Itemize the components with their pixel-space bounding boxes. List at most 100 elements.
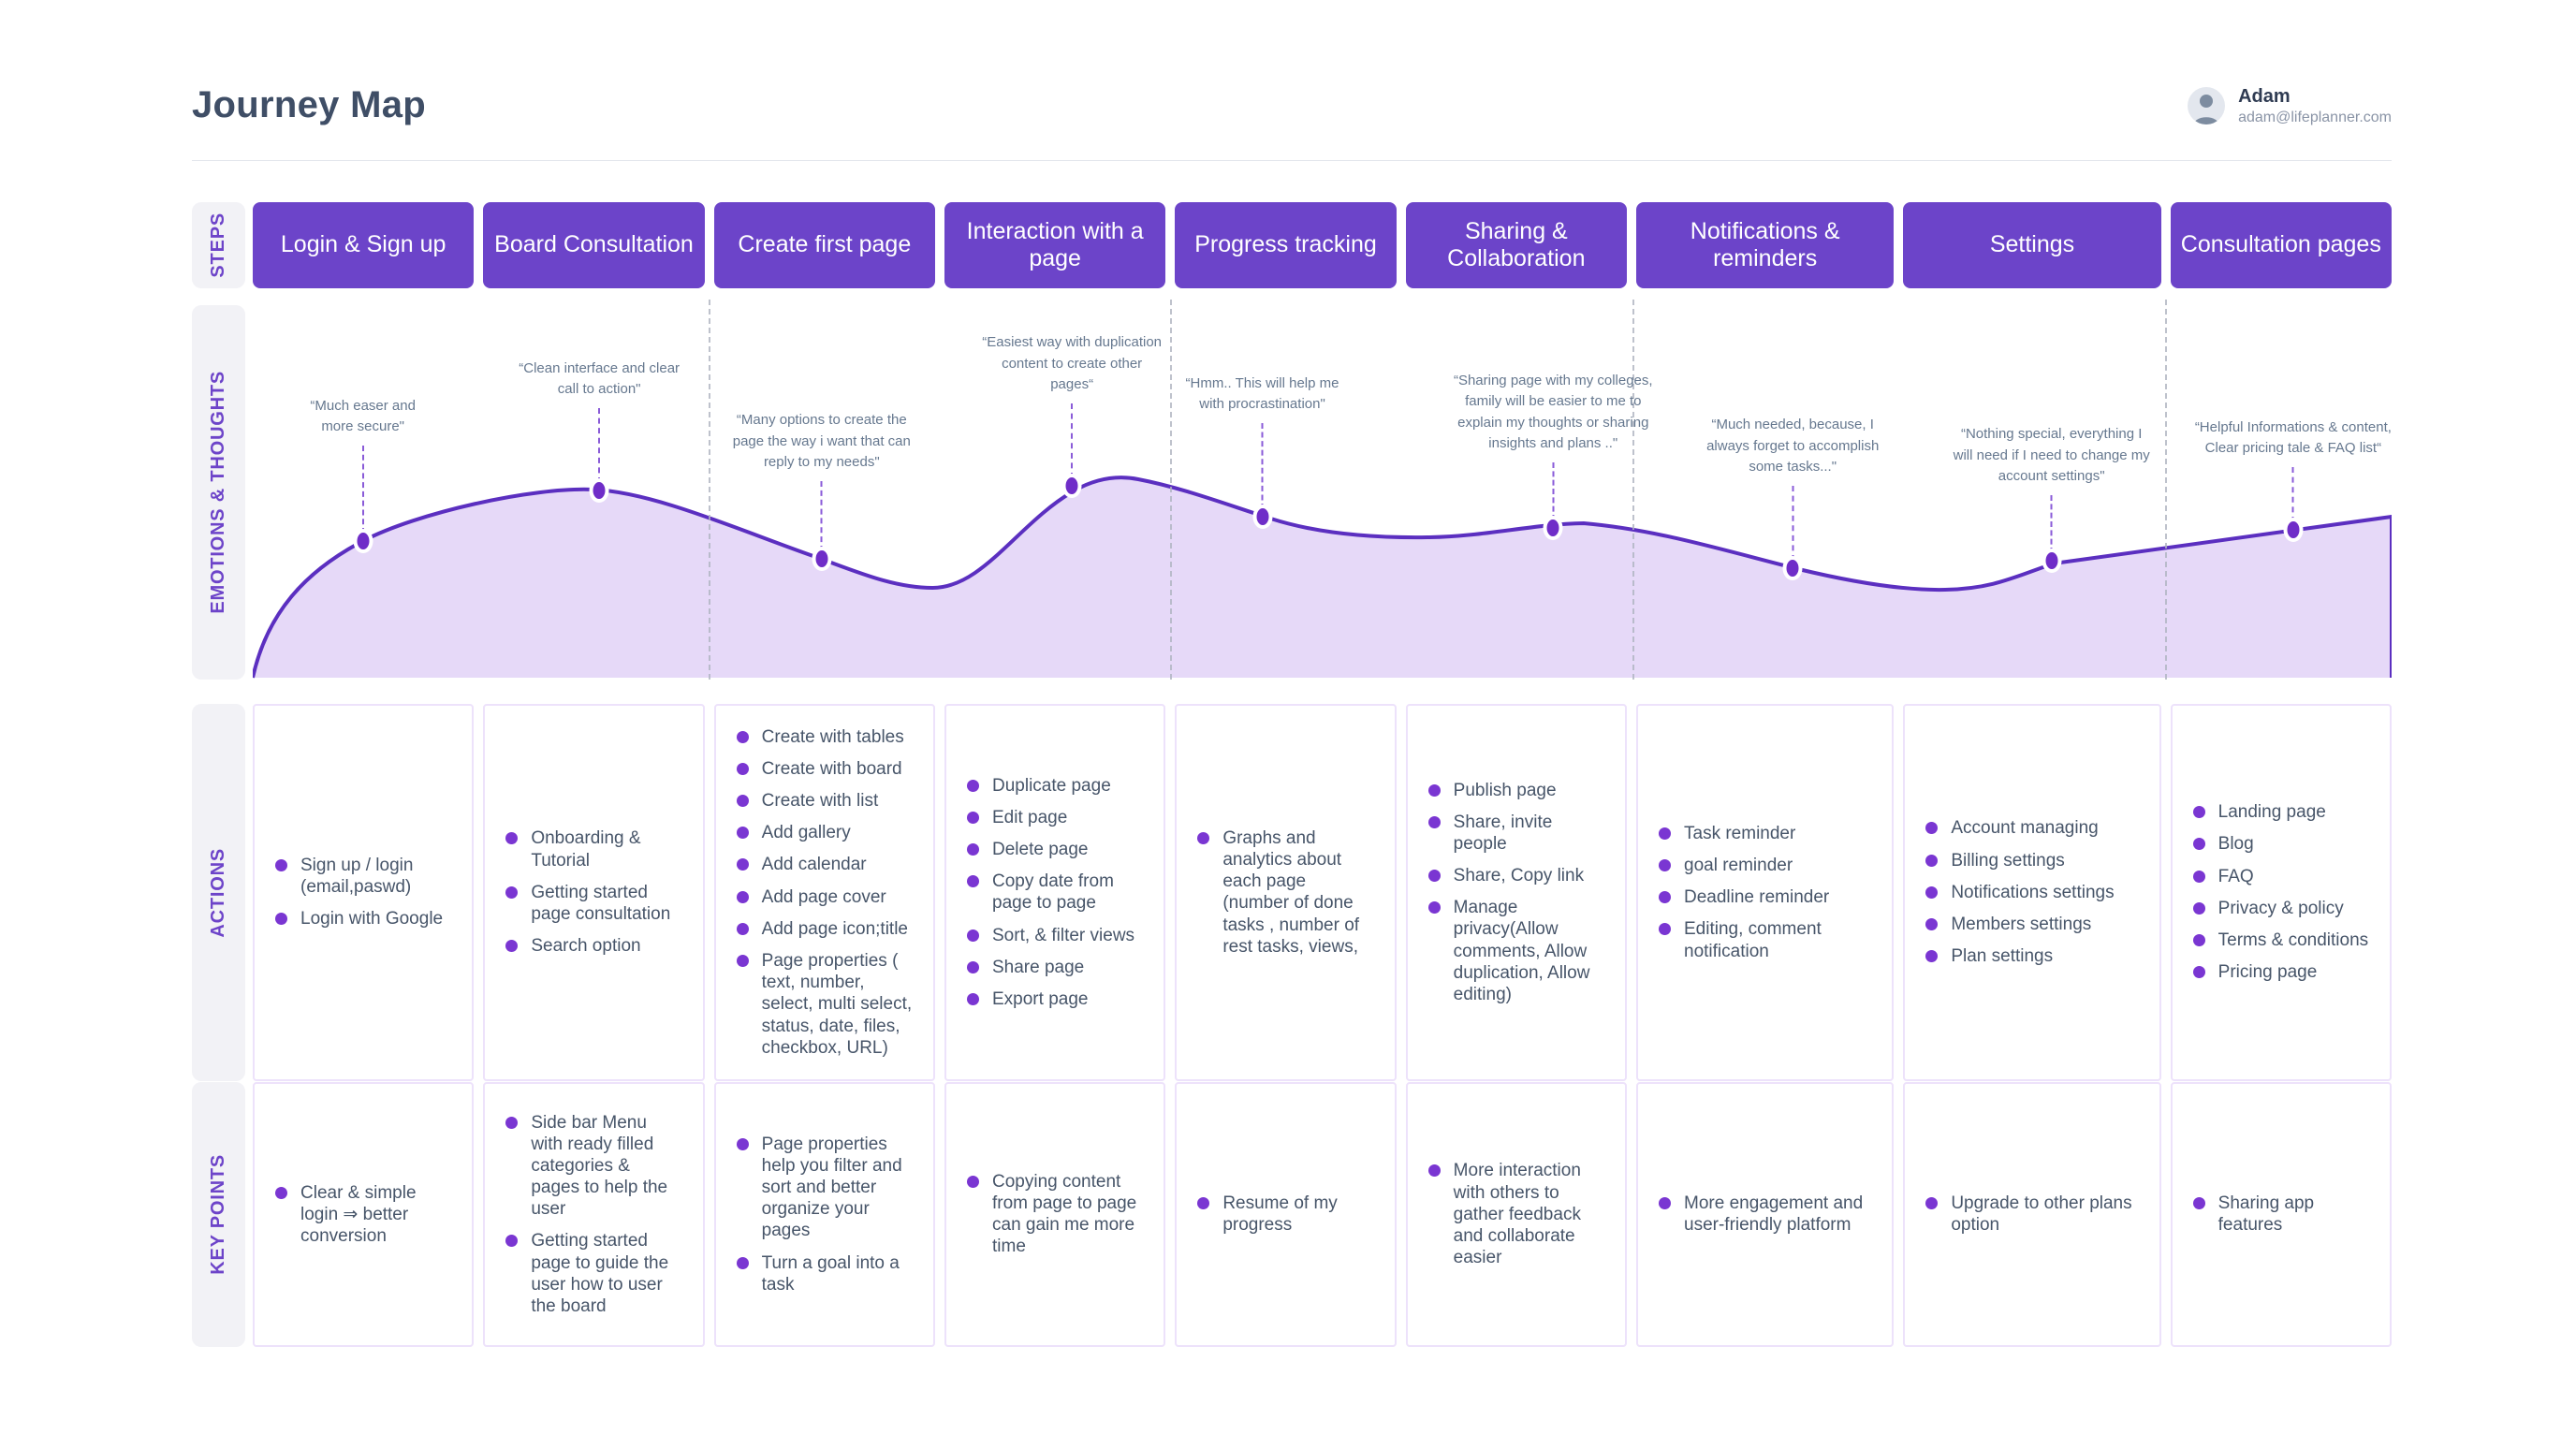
emotion-annotation: “Much easer and more secure"	[293, 305, 433, 541]
bullet-text: Add gallery	[761, 823, 851, 843]
bullet-dot-icon	[1659, 827, 1671, 840]
bullet-item: Blog	[2192, 833, 2369, 855]
bullet-item: Account managing	[1925, 817, 2138, 839]
step-board-consultation[interactable]: Board Consultation	[483, 201, 705, 288]
emotion-annotation: “Much needed, because, I always forget t…	[1697, 305, 1889, 568]
emotion-curve-dot	[589, 477, 609, 503]
bullet-text: Sharing app features	[2217, 1193, 2315, 1236]
bullet-text: Manage privacy(Allow comments, Allow dup…	[1453, 898, 1590, 1004]
bullet-text: Create with board	[761, 758, 902, 779]
bullet-item: goal reminder	[1659, 855, 1871, 876]
emotion-curve-dot	[353, 528, 373, 553]
bullet-text: Copying content from page to page can ga…	[992, 1171, 1137, 1257]
key-points-card-progress-tracking: Resume of my progress	[1175, 1081, 1397, 1347]
bullet-dot-icon	[505, 832, 519, 845]
bullet-item: Turn a goal into a task	[736, 1252, 913, 1295]
actions-row-label: ACTIONS	[192, 703, 245, 1081]
bullet-dot-icon	[2192, 966, 2205, 979]
bullet-item: Editing, comment notification	[1659, 918, 1871, 961]
bullet-dot-icon	[736, 858, 749, 871]
actions-cards: Sign up / login (email,paswd)Login with …	[253, 703, 2392, 1081]
bullet-dot-icon	[967, 842, 979, 856]
actions-row: ACTIONS Sign up / login (email,paswd)Log…	[192, 703, 2392, 1081]
step-create-first-page[interactable]: Create first page	[713, 201, 935, 288]
bullet-item: Add page icon;title	[736, 918, 913, 940]
emotion-curve-dot	[1252, 504, 1273, 529]
user-name: Adam	[2238, 86, 2291, 107]
bullet-text: Side bar Menu with ready filled categori…	[531, 1112, 668, 1220]
bullet-text: Add page cover	[761, 886, 886, 907]
bullet-item: Page properties help you filter and sort…	[736, 1134, 913, 1242]
bullet-text: Account managing	[1951, 818, 2099, 839]
step-interaction-with-a-page[interactable]: Interaction with a page	[944, 201, 1166, 288]
bullet-item: Side bar Menu with ready filled categori…	[505, 1112, 681, 1221]
bullet-dot-icon	[967, 811, 979, 824]
bullet-dot-icon	[2192, 901, 2205, 915]
bullet-dot-icon	[1197, 1197, 1210, 1210]
bullet-text: Login with Google	[300, 909, 444, 929]
bullet-dot-icon	[967, 992, 979, 1005]
bullet-dot-icon	[505, 1235, 519, 1248]
emotion-curve-dot	[1061, 473, 1082, 498]
user-info: Adam adam@lifeplanner.com	[2238, 84, 2392, 128]
bullet-text: Add page icon;title	[761, 918, 908, 939]
column-separator	[1170, 299, 1173, 680]
bullet-text: Sort, & filter views	[992, 925, 1135, 945]
bullet-item: Terms & conditions	[2192, 929, 2369, 951]
bullet-text: Clear & simple login ⇒ better conversion	[300, 1182, 417, 1246]
bullet-item: Create with board	[736, 758, 913, 780]
bullet-item: Onboarding & Tutorial	[505, 827, 681, 871]
step-login-sign-up[interactable]: Login & Sign up	[253, 201, 475, 288]
key-points-card-notifications-reminders: More engagement and user-friendly platfo…	[1636, 1081, 1895, 1347]
quote-connector-line	[1552, 461, 1555, 520]
page-title: Journey Map	[192, 84, 427, 125]
bullet-dot-icon	[1659, 859, 1671, 872]
bullet-item: Create with list	[736, 790, 913, 812]
key-points-card-board-consultation: Side bar Menu with ready filled categori…	[483, 1081, 705, 1347]
bullet-text: Billing settings	[1951, 850, 2065, 871]
bullet-dot-icon	[1427, 901, 1441, 915]
bullet-item: Task reminder	[1659, 823, 1871, 844]
user-chip[interactable]: Adam adam@lifeplanner.com	[2188, 84, 2392, 128]
key-points-card-interaction-with-a-page: Copying content from page to page can ga…	[944, 1081, 1166, 1347]
bullet-dot-icon	[736, 795, 749, 808]
bullet-item: Graphs and analytics about each page (nu…	[1197, 827, 1373, 958]
quote-connector-line	[1071, 402, 1074, 478]
bullet-text: Notifications settings	[1951, 882, 2115, 902]
bullet-text: Create with tables	[761, 726, 904, 747]
bullet-item: More interaction with others to gather f…	[1427, 1160, 1604, 1268]
step-sharing-collaboration[interactable]: Sharing & Collaboration	[1405, 201, 1627, 288]
quote-connector-line	[2050, 494, 2053, 553]
emotion-curve-dot	[812, 546, 832, 571]
step-settings[interactable]: Settings	[1903, 201, 2161, 288]
header-divider	[192, 159, 2392, 161]
bullet-item: Notifications settings	[1925, 882, 2138, 903]
bullet-text: Turn a goal into a task	[761, 1252, 900, 1295]
bullet-dot-icon	[736, 955, 749, 967]
bullet-item: Sharing app features	[2192, 1193, 2369, 1236]
emotion-annotation: “Many options to create the page the way…	[721, 305, 922, 559]
emotion-quote: “Much easer and more secure"	[310, 397, 416, 435]
emotion-area-fill	[253, 476, 2392, 678]
bullet-item: Pricing page	[2192, 961, 2369, 983]
bullet-item: Billing settings	[1925, 850, 2138, 871]
bullet-text: Share, invite people	[1453, 812, 1553, 854]
bullet-text: Privacy & policy	[2217, 898, 2344, 918]
emotion-annotation: “Helpful Informations & content, Clear p…	[2192, 305, 2393, 530]
column-separator	[708, 299, 710, 680]
bullet-dot-icon	[1427, 870, 1441, 883]
actions-card-progress-tracking: Graphs and analytics about each page (nu…	[1175, 703, 1397, 1081]
bullet-dot-icon	[1925, 917, 1939, 930]
bullet-item: Create with tables	[736, 726, 913, 748]
step-progress-tracking[interactable]: Progress tracking	[1175, 201, 1397, 288]
step-notifications-reminders[interactable]: Notifications & reminders	[1636, 201, 1895, 288]
bullet-item: Getting started page consultation	[505, 882, 681, 925]
emotions-row: EMOTIONS & THOUGHTS “Much easer and more…	[192, 299, 2393, 680]
quote-connector-line	[820, 480, 823, 551]
bullet-text: Share, Copy link	[1453, 866, 1585, 886]
step-consultation-pages[interactable]: Consultation pages	[2170, 201, 2392, 288]
